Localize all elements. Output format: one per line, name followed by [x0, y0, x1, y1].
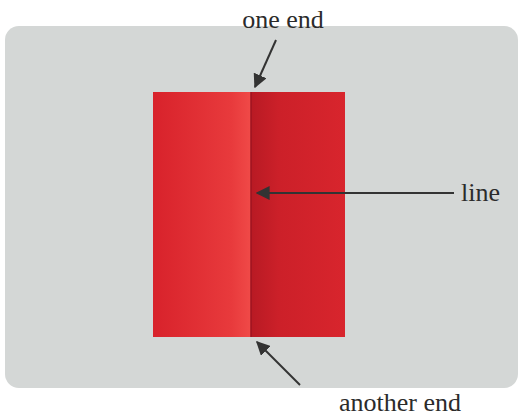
- leader-arrow: [255, 40, 276, 87]
- paper-right-half: [251, 92, 345, 337]
- fold-line: [250, 92, 252, 337]
- part-label: line: [461, 179, 500, 208]
- part-label: another end: [339, 389, 461, 418]
- background-panel: [5, 26, 518, 388]
- leader-arrow: [257, 342, 300, 385]
- part-label: one end: [242, 6, 324, 35]
- paper-left-half: [153, 92, 251, 337]
- leader-arrow: [257, 192, 454, 194]
